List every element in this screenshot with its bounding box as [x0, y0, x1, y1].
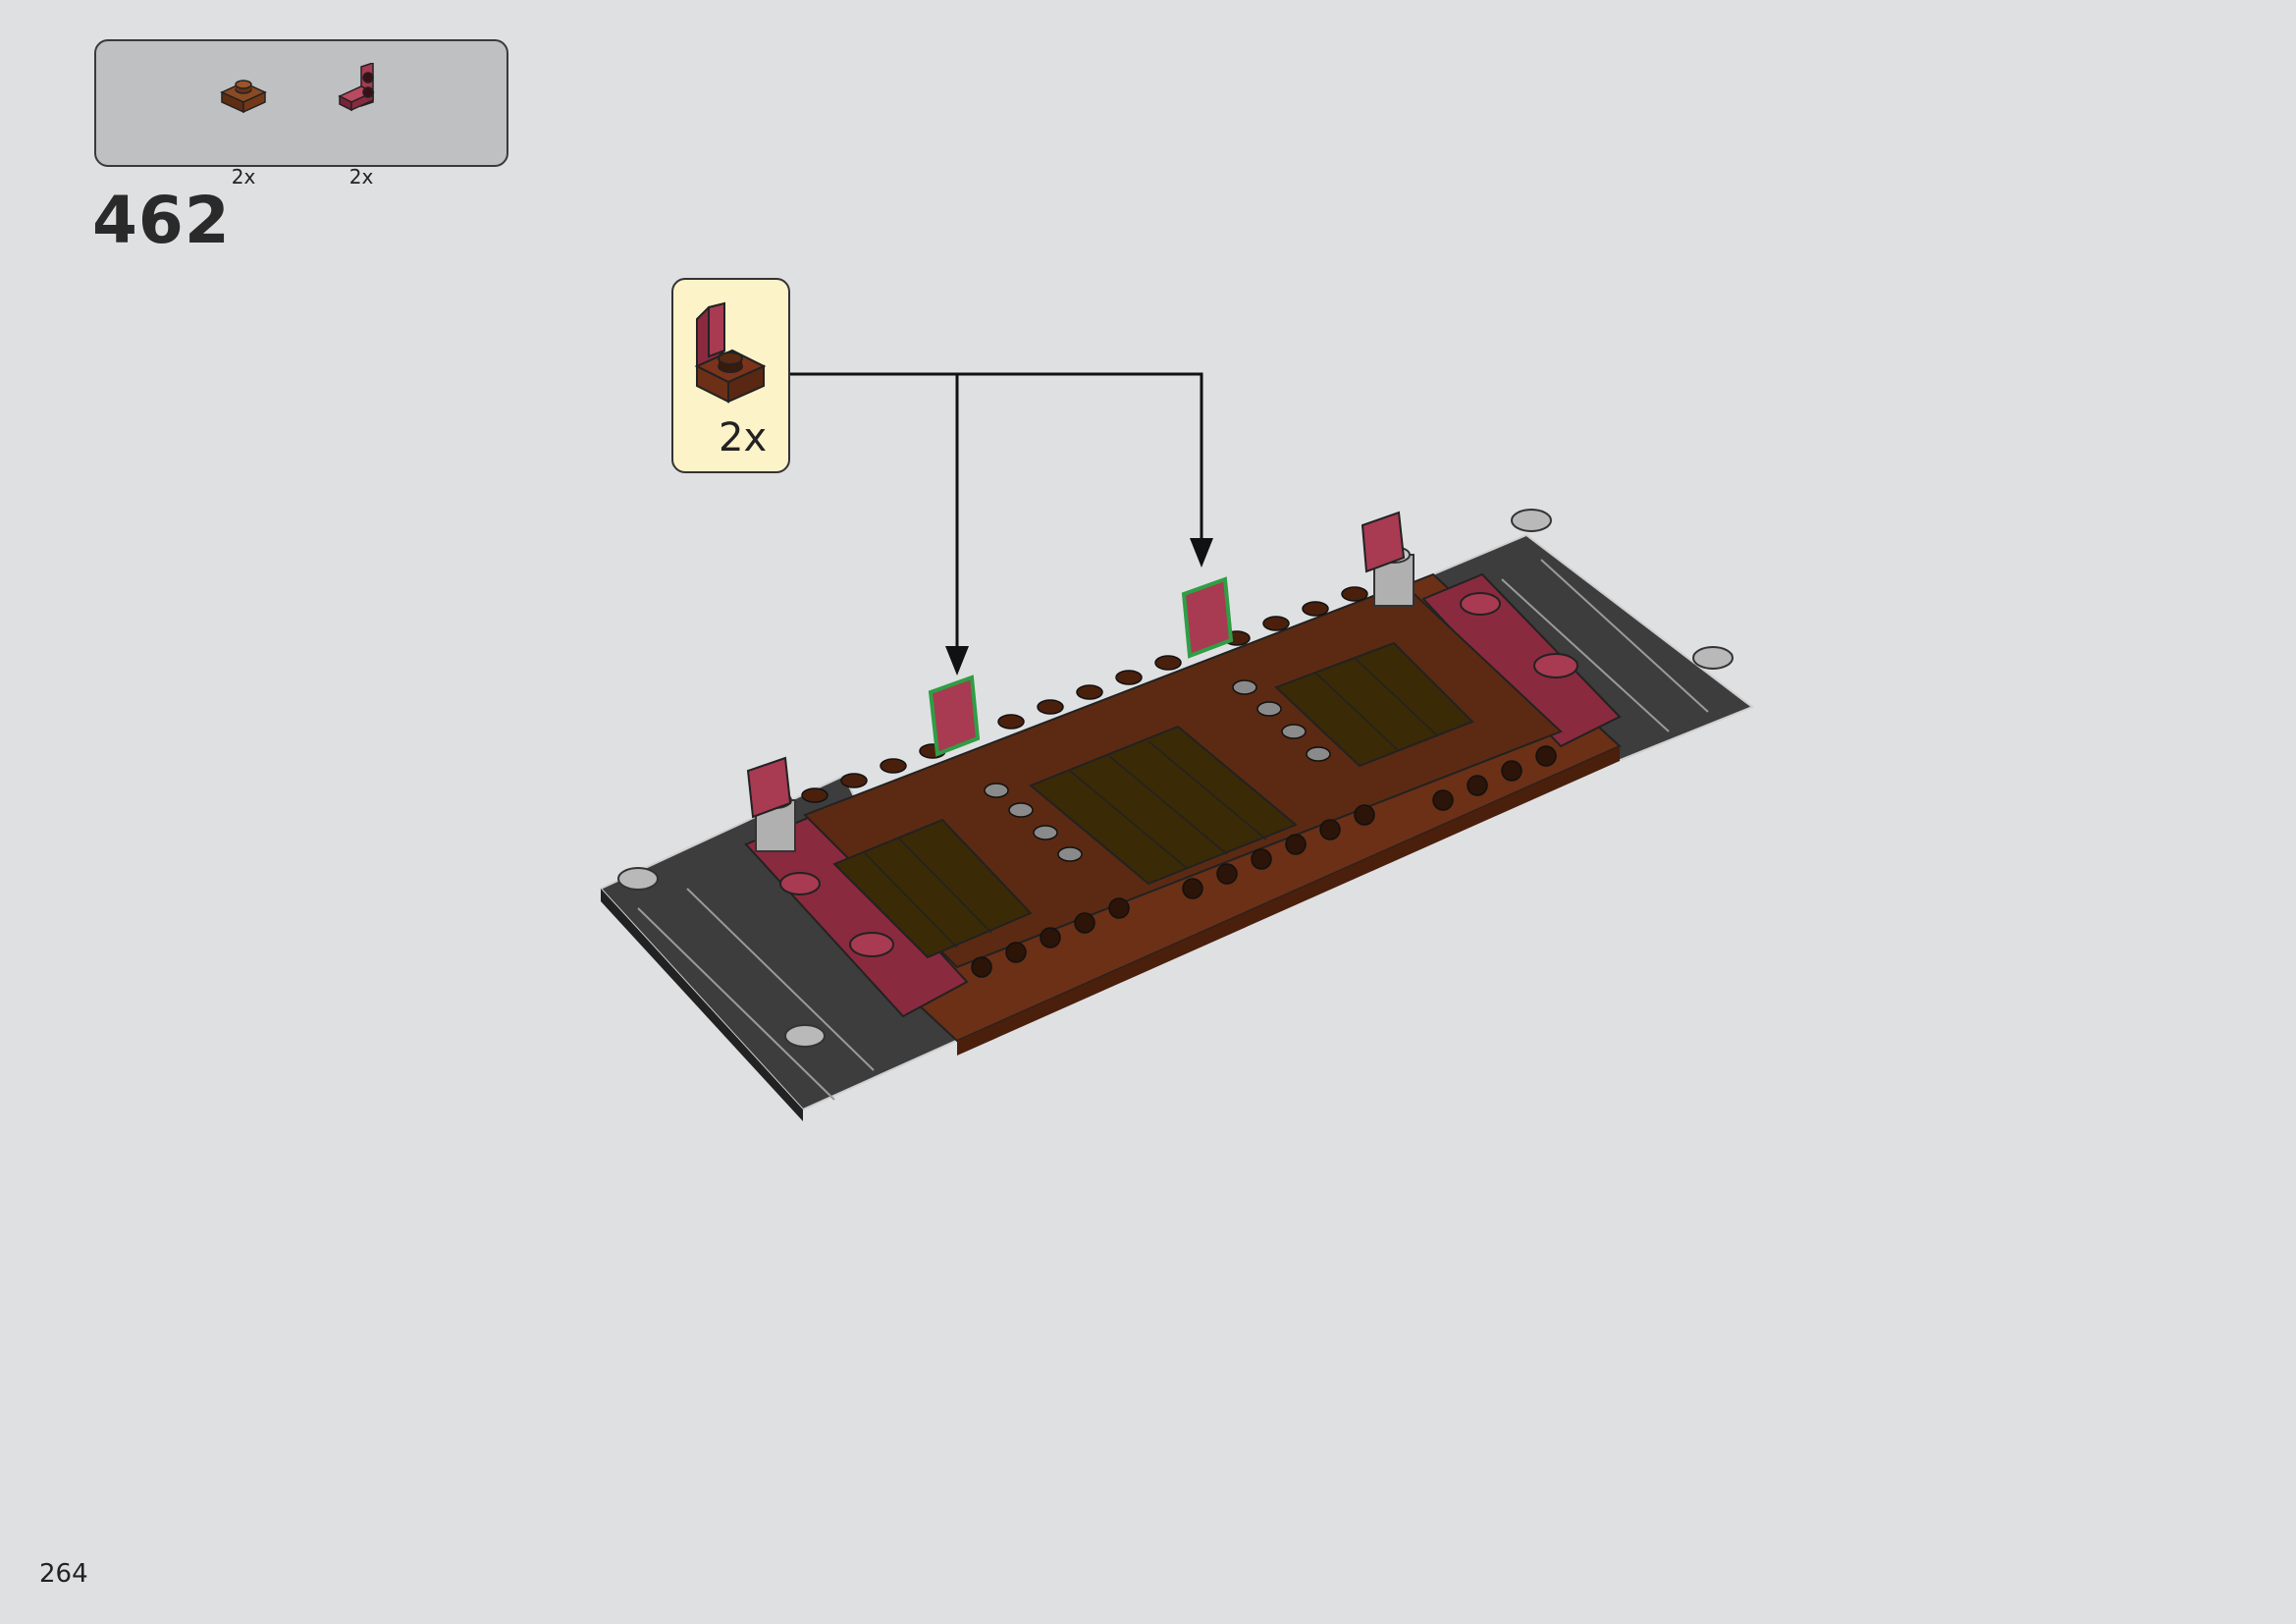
subassembly-callout: 2x: [671, 278, 790, 473]
callout-quantity: 2x: [719, 415, 768, 460]
model-assembly: [599, 509, 1755, 1121]
arrow-head-icon: [945, 646, 969, 676]
step-number: 462: [92, 183, 231, 258]
part-item: 2x: [317, 63, 405, 189]
part-quantity: 2x: [348, 165, 374, 189]
arrow-head-icon: [1190, 538, 1213, 568]
brown-plate-1x1-icon: [220, 80, 267, 114]
new-bracket-highlight: [1181, 576, 1234, 659]
red-bracket-icon: [338, 63, 375, 112]
placement-arrows: [790, 372, 1203, 658]
red-bracket-on-brown-plate-icon: [694, 301, 767, 404]
parts-list-box: 2x 2x: [94, 39, 508, 189]
part-quantity: 2x: [231, 165, 256, 189]
part-item: 2x: [199, 63, 288, 189]
page-number: 264: [39, 1559, 88, 1589]
new-bracket-highlight: [928, 675, 981, 757]
